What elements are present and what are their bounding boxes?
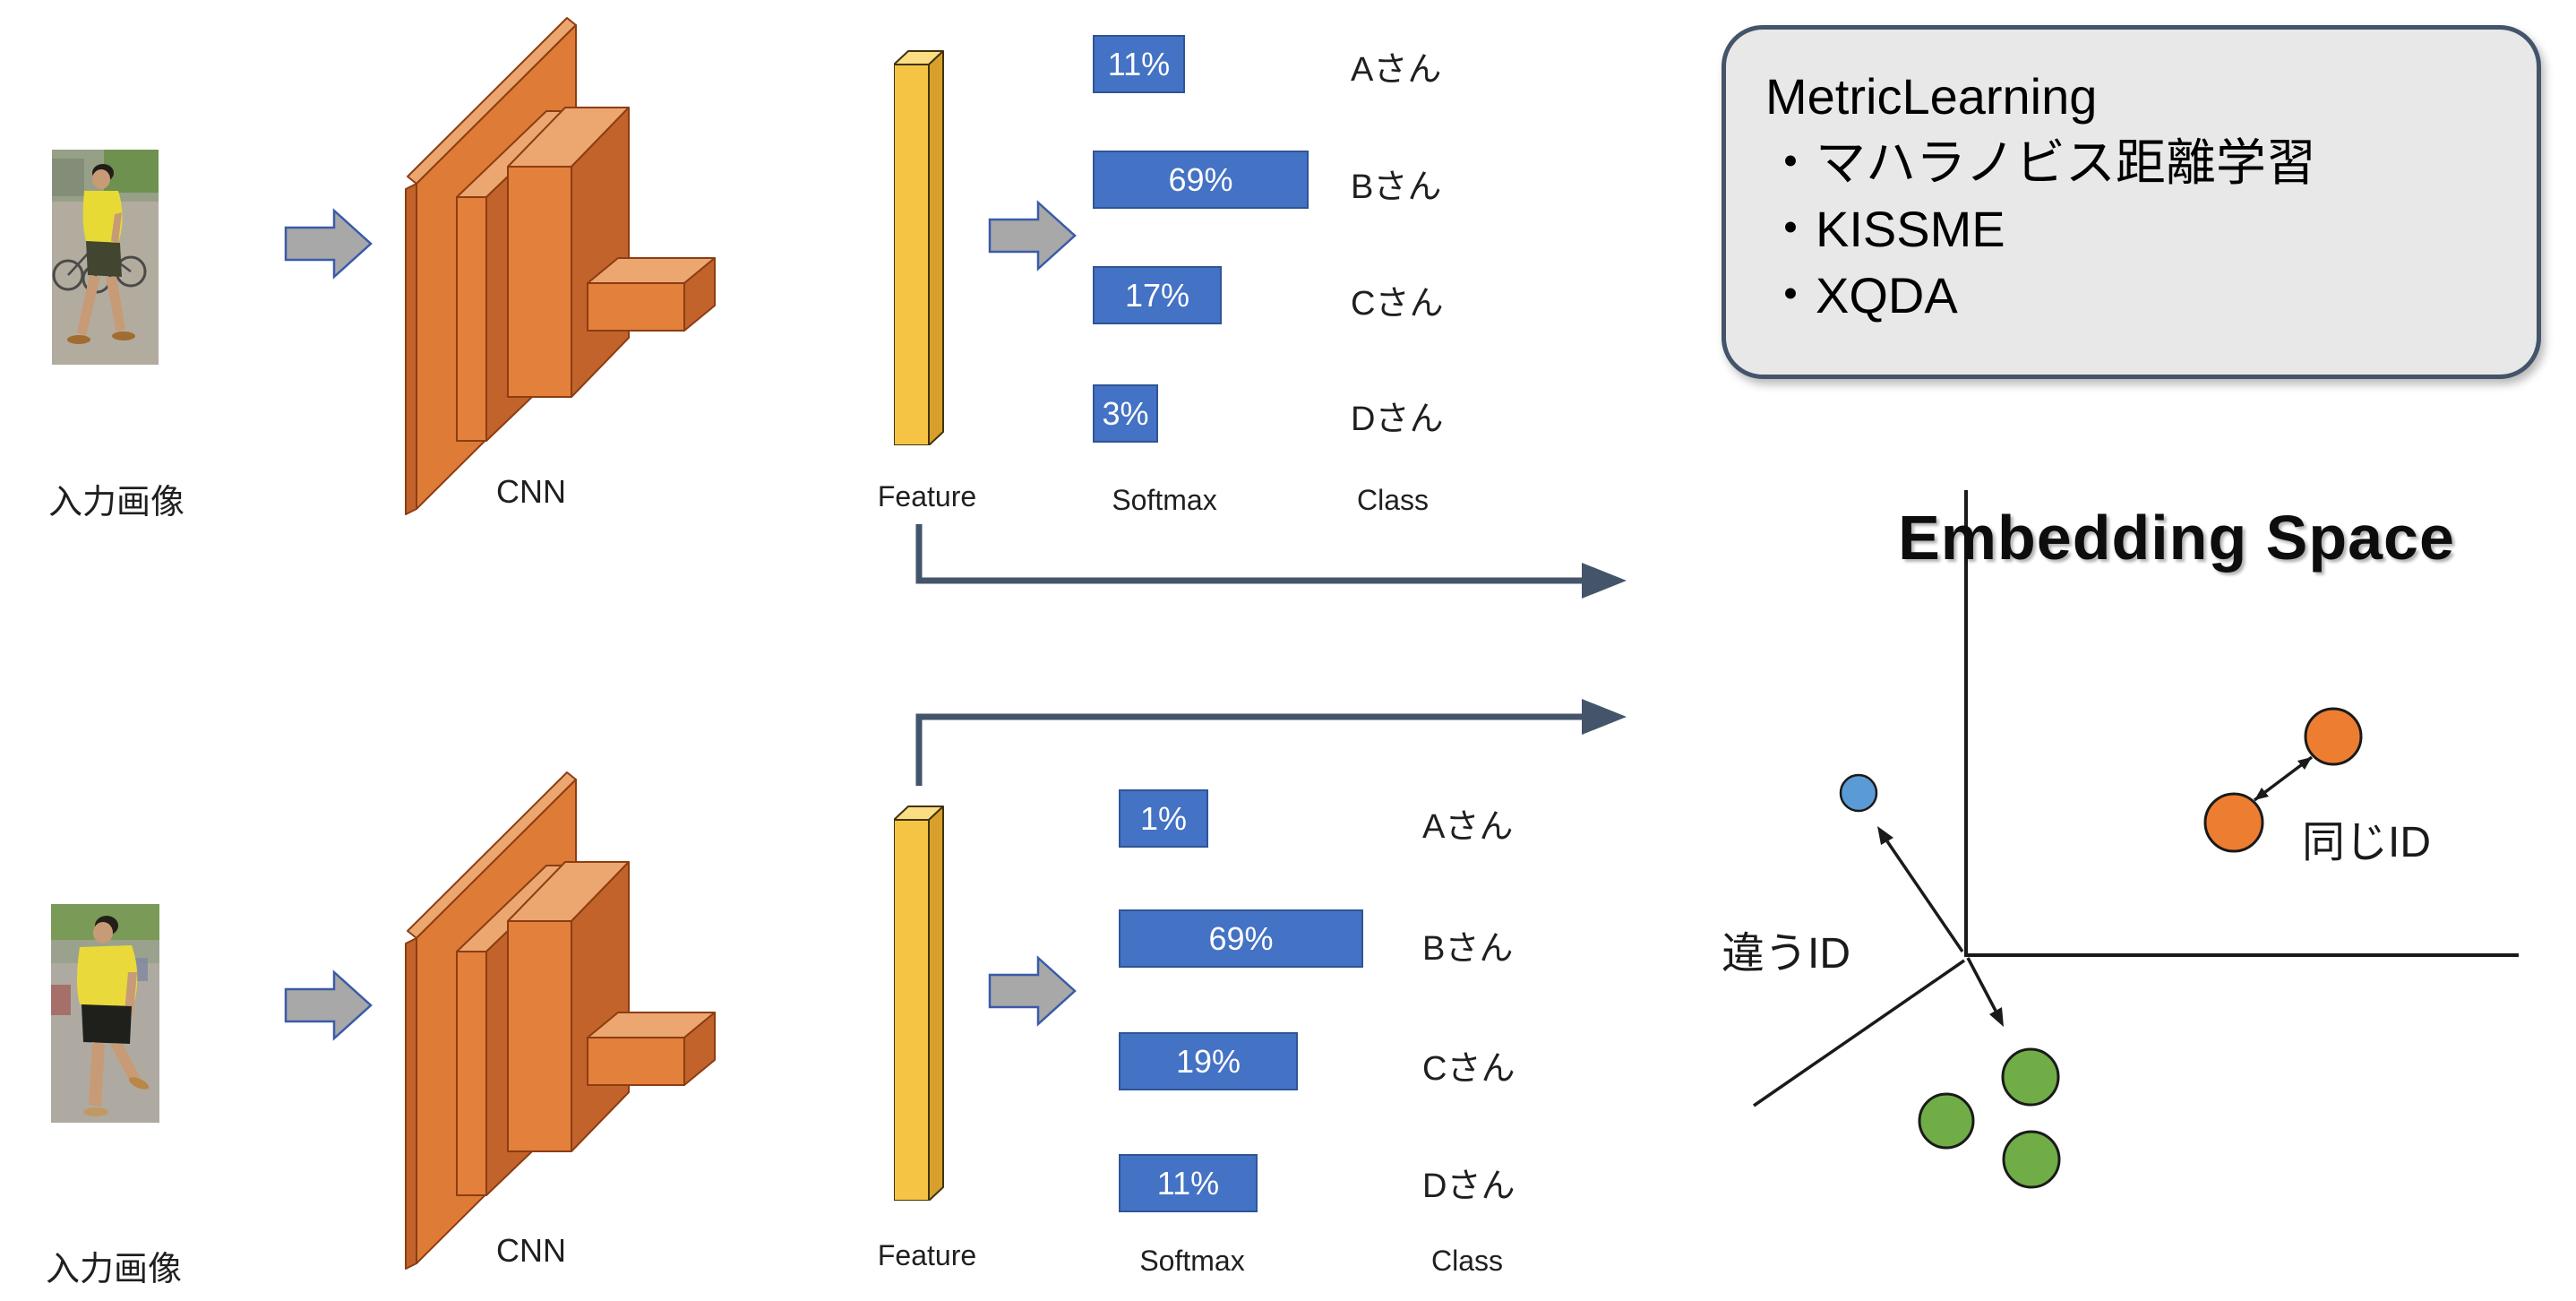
feature-label-top: Feature: [877, 480, 977, 513]
softmax-bar: 11%: [1119, 1154, 1258, 1212]
arrow-to-green-cluster: [1966, 957, 1997, 1012]
feature-label-bottom: Feature: [877, 1239, 977, 1271]
class-label: Bさん: [1351, 168, 1442, 206]
class-label: Dさん: [1351, 401, 1444, 438]
metric-box-title: MetricLearning: [1765, 68, 2098, 125]
person-figure: [77, 916, 150, 1116]
metric-box-item: ・XQDA: [1765, 267, 1958, 323]
blue-dot: [1839, 773, 1878, 813]
softmax-bar: 19%: [1119, 1032, 1298, 1090]
softmax-bar: 69%: [1093, 151, 1309, 209]
input-photo-top: [52, 150, 159, 365]
orange-dot: [2304, 707, 2363, 766]
embedding-space-title: Embedding Space: [1898, 503, 2455, 573]
right-arrow-icon: [988, 200, 1077, 271]
class-caption-bottom: Class: [1430, 1245, 1503, 1277]
softmax-bar: 11%: [1093, 35, 1185, 93]
connector-bottom-arrowhead: [1582, 699, 1627, 735]
green-dot: [2002, 1130, 2061, 1189]
softmax-bar: 17%: [1093, 266, 1222, 324]
same-id-label: 同じID: [2302, 819, 2432, 866]
class-label: Dさん: [1422, 1167, 1516, 1205]
green-dot: [1918, 1092, 1975, 1150]
class-label: Bさん: [1422, 930, 1514, 968]
arrowhead-down-right: [1989, 1007, 2004, 1027]
diff-id-label: 違うID: [1722, 930, 1851, 978]
metric-box-item: ・KISSME: [1765, 201, 2005, 257]
cnn-label-bottom: CNN: [496, 1232, 566, 1269]
right-arrow-icon: [988, 955, 1077, 1027]
yellow-shirt: [77, 945, 138, 1006]
arrowhead-up-left: [1877, 826, 1893, 845]
metric-learning-box: MetricLearning ・マハラノビス距離学習 ・KISSME ・XQDA: [1722, 25, 2541, 379]
cnn-label-top: CNN: [496, 473, 566, 510]
softmax-caption-top: Softmax: [1112, 484, 1217, 516]
green-dot: [2001, 1047, 2060, 1107]
softmax-bar: 69%: [1119, 909, 1363, 968]
person-figure: [67, 164, 135, 344]
right-arrow-icon: [284, 208, 373, 280]
cnn-block-bottom: [405, 771, 716, 1270]
input-photo-bottom: [51, 904, 159, 1123]
connector-top: [915, 524, 1587, 584]
cnn-block-top: [405, 17, 716, 515]
softmax-caption-bottom: Softmax: [1139, 1245, 1245, 1277]
orange-dot: [2203, 792, 2264, 853]
connector-top-arrowhead: [1582, 563, 1627, 599]
connector-bottom: [915, 713, 1587, 786]
yellow-shirt: [82, 191, 123, 243]
arrow-to-blue-dot: [1885, 840, 1964, 952]
input-label-bottom: 入力画像: [45, 1251, 182, 1288]
dark-shorts: [86, 241, 122, 277]
class-label: Cさん: [1351, 285, 1444, 323]
metric-box-item: ・マハラノビス距離学習: [1765, 134, 2316, 191]
class-label: Aさん: [1351, 51, 1442, 89]
feature-bar-top: [894, 50, 944, 445]
axes: [1964, 490, 2519, 957]
input-label-top: 入力画像: [47, 484, 185, 521]
softmax-bar: 3%: [1093, 384, 1158, 443]
class-label: Aさん: [1422, 808, 1514, 846]
black-shorts: [82, 1004, 132, 1044]
embedding-space-plot: [1753, 490, 2519, 1189]
softmax-bar: 1%: [1119, 789, 1208, 848]
class-caption-top: Class: [1356, 484, 1429, 516]
diagonal-line: [1753, 959, 1965, 1107]
class-label: Cさん: [1422, 1050, 1516, 1088]
right-arrow-icon: [284, 969, 373, 1041]
feature-bar-bottom: [894, 806, 944, 1201]
